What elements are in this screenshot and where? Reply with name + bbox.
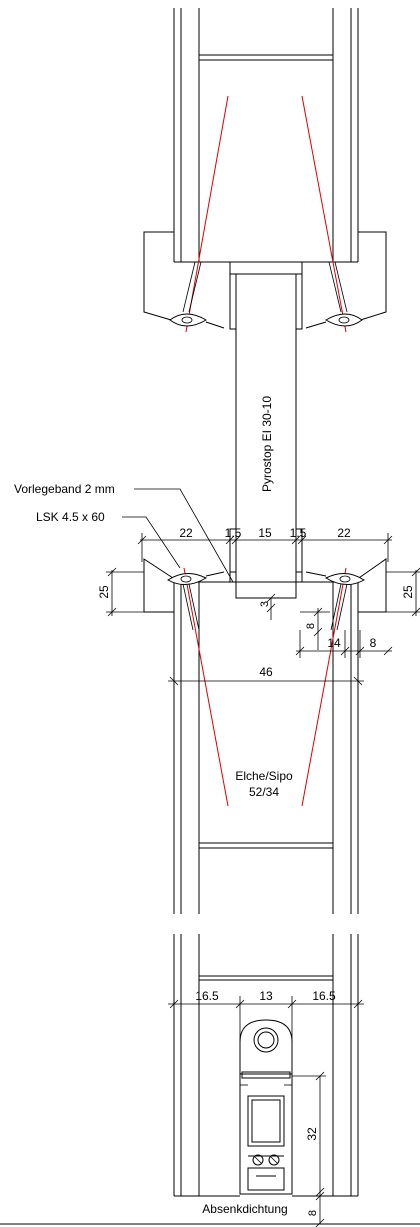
wood-label-line2: 52/34 [249,785,279,799]
dim-8-bottom: 8 [307,1210,319,1216]
lsk-label: LSK 4.5 x 60 [36,510,105,524]
dim-14: 14 [327,636,341,650]
dim-16-5-left: 16.5 [195,989,219,1003]
pyrostop-strip: Pyrostop EI 30-10 [235,273,297,599]
dim-15: 15 [258,526,272,540]
dim-3-group: 3 [259,593,276,620]
lower-bracket-left [143,558,225,613]
upper-screw-left [169,261,207,327]
dim-32: 32 [305,1127,319,1141]
strip-label: Pyrostop EI 30-10 [260,396,274,492]
dim-16-5-right: 16.5 [312,989,336,1003]
upper-bracket-left [143,231,225,329]
upper-screw-right [325,261,363,327]
upper-strip-holder [229,261,303,330]
dim-46: 46 [259,665,273,679]
seal-label: Absenkdichtung [202,1202,287,1216]
dim-8-upper: 8 [305,623,317,629]
dim-22-right: 22 [337,526,351,540]
wood-label-line1: Elche/Sipo [235,769,293,783]
callout-lsk: LSK 4.5 x 60 [36,510,181,569]
upper-frame [173,8,359,333]
dim-25-right: 25 [401,585,415,599]
top-dimension-chain: 22 1.5 15 1.5 22 [137,526,393,562]
bottom-seal: 16.5 13 16.5 32 8 Absenkdichtung [0,989,420,1227]
dim-8-right: 8 [370,636,377,650]
dim-1-5-right: 1.5 [290,526,307,540]
dim-25-right-group: 25 [386,567,420,617]
dim-13: 13 [259,989,273,1003]
vorlegeband-label: Vorlegeband 2 mm [14,482,115,496]
lower-frame [173,567,359,914]
lower-screw-right [324,573,365,631]
dim-25-left-group: 25 [97,567,144,617]
dim-1-5-left: 1.5 [225,526,242,540]
dim-3: 3 [259,601,271,607]
dim-22-left: 22 [179,526,193,540]
upper-bracket-right [305,231,387,329]
dim-25-left: 25 [97,585,111,599]
dim-46-group: 46 [168,665,364,686]
callout-vorlegeband: Vorlegeband 2 mm [14,482,234,583]
lower-bracket-right [305,558,387,613]
lower-screw-left [167,573,208,631]
dim-8-14-group: 8 14 8 [295,607,393,658]
lower-frame-continued [173,934,359,1197]
